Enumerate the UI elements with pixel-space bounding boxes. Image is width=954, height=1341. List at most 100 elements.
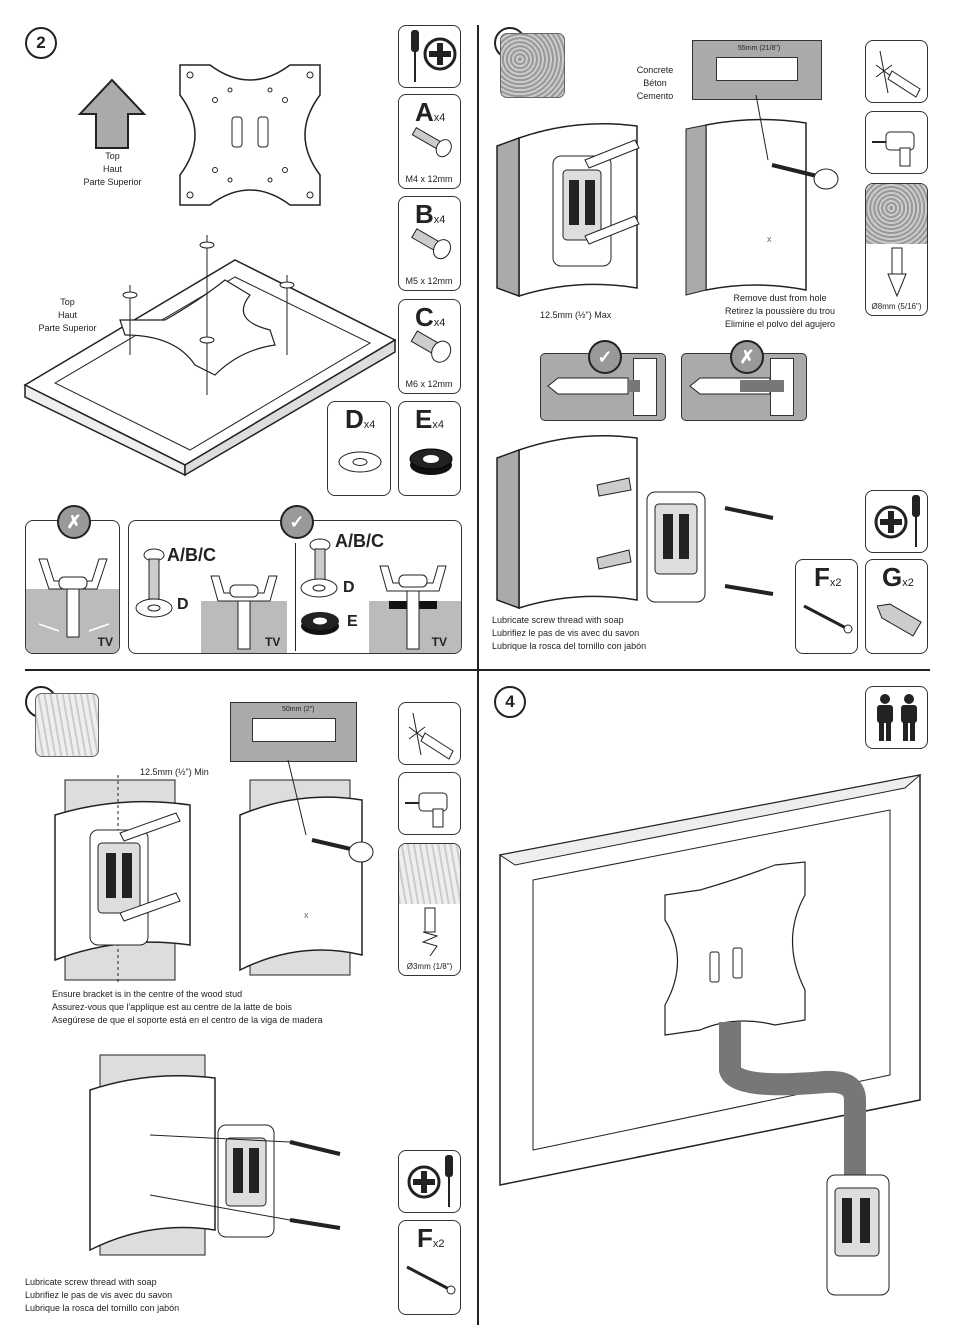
correct-screw-icon-1 (210, 575, 278, 650)
part-f-letter-2: Fx2 (417, 1223, 445, 1253)
screwdriver-icon (411, 30, 419, 82)
d-label-1: D (177, 596, 189, 613)
part-g-letter: Gx2 (882, 562, 914, 592)
e-label: E (347, 613, 358, 630)
drill-tool-box (865, 111, 928, 174)
phillips-head-icon (423, 37, 457, 71)
two-person-box (865, 686, 928, 749)
correct-screw-panel: A/B/C D TV A/B/C D E TV (128, 520, 462, 654)
step-number-4: 4 (494, 686, 526, 718)
screw-abc-icon-2 (309, 538, 331, 590)
min-label: 12.5mm (½") Min (140, 767, 209, 777)
tv-back-diagram (23, 235, 397, 477)
part-f-letter: Fx2 (814, 562, 842, 592)
depth-slot (716, 57, 798, 81)
screwdriver-icon-3 (445, 1155, 453, 1207)
wood-wall-screws (89, 1054, 341, 1256)
masonry-bit-icon (887, 247, 907, 298)
wrong-screw-icon (38, 558, 110, 638)
stud-instruction: Ensure bracket is in the centre of the w… (52, 989, 323, 1025)
screwdriver-tool-box-2 (865, 490, 928, 553)
abc-label-1: A/B/C (167, 545, 216, 565)
pencil-tool-box (865, 40, 928, 103)
depth-gauge (692, 40, 822, 100)
part-a-box: Ax4 M4 x 12mm (398, 94, 461, 189)
wood-wall-drill (239, 759, 374, 976)
part-b-size: M5 x 12mm (405, 276, 453, 286)
part-f-box: Fx2 (795, 559, 858, 654)
masonry-bit-box: Ø8mm (5/16") (865, 183, 928, 316)
screwdriver-tool-box-3 (398, 1150, 461, 1213)
plug-wrong-icon (689, 377, 784, 395)
part-a-letter: Ax4 (415, 97, 446, 127)
screw-abc-icon (143, 548, 165, 600)
part-b-box: Bx4 M5 x 12mm (398, 196, 461, 291)
drill-icon-2 (405, 792, 448, 828)
wood-wall-mark: x (304, 910, 309, 920)
wood-bit-icon (421, 907, 439, 957)
concrete-texture-small (866, 184, 927, 244)
screwdriver-icon-2 (912, 495, 920, 547)
part-d-box: Dx4 (327, 401, 391, 496)
drill-tool-box-2 (398, 772, 461, 835)
tv-label-3: TV (431, 635, 447, 649)
plug-correct-badge: ✓ (588, 340, 622, 374)
wood-depth-label: 50mm (2") (282, 706, 315, 713)
tv-hanging-diagram (498, 774, 922, 1296)
lag-screw-icon-2 (406, 1265, 456, 1295)
horizontal-divider (25, 669, 930, 671)
part-d-letter: Dx4 (345, 404, 376, 434)
part-a-size: M4 x 12mm (405, 174, 453, 184)
wall-plate-diagram (179, 64, 321, 206)
part-c-size: M6 x 12mm (405, 379, 453, 389)
vertical-divider (477, 25, 479, 1325)
step-number-2: 2 (25, 27, 57, 59)
tv-label-2: TV (265, 635, 281, 649)
tv-label-1: TV (97, 635, 113, 649)
screw-c-icon (410, 330, 452, 363)
part-c-box: Cx4 M6 x 12mm (398, 299, 461, 394)
pencil-tool-box-2 (398, 702, 461, 765)
concrete-texture (500, 33, 565, 98)
two-person-icon (877, 694, 917, 741)
pencil-icon (875, 50, 921, 98)
wall-mark: x (767, 234, 772, 244)
lag-screw-icon (803, 604, 853, 634)
spacer-e-small-icon (301, 612, 339, 635)
wrong-badge: ✗ (57, 505, 91, 539)
wood-texture-small (399, 844, 460, 904)
washer-d-icon (338, 451, 382, 473)
wood-depth-slot (252, 718, 336, 742)
part-f-box-2: Fx2 (398, 1220, 461, 1315)
plug-correct-icon (547, 377, 640, 395)
plug-wrong-badge: ✗ (730, 340, 764, 374)
washer-d-small-icon (135, 598, 173, 618)
depth-label: 55mm (21/8") (738, 45, 781, 52)
part-c-letter: Cx4 (415, 302, 446, 332)
top-arrow-icon (77, 78, 147, 149)
part-e-box: Ex4 (398, 401, 461, 496)
concrete-wall-marking (496, 122, 640, 298)
spacer-e-icon (409, 448, 453, 475)
wood-bit-box: Ø3mm (1/8") (398, 843, 461, 976)
part-g-box: Gx2 (865, 559, 928, 654)
phillips-head-icon-3 (407, 1165, 441, 1199)
max-label: 12.5mm (½") Max (540, 310, 612, 320)
wood-wall-marking (54, 775, 191, 985)
wall-plug-icon (876, 603, 922, 637)
wrong-screw-panel: TV (25, 520, 120, 654)
phillips-head-icon-2 (874, 505, 908, 539)
abc-label-2: A/B/C (335, 531, 384, 551)
part-e-letter: Ex4 (415, 404, 444, 434)
screwdriver-tool-box (398, 25, 461, 88)
part-b-letter: Bx4 (415, 199, 446, 229)
concrete-wall-plugs (496, 434, 774, 610)
washer-d-small-icon-2 (300, 578, 338, 598)
drill-size-concrete: Ø8mm (5/16") (871, 302, 922, 311)
pencil-icon-2 (408, 712, 454, 760)
